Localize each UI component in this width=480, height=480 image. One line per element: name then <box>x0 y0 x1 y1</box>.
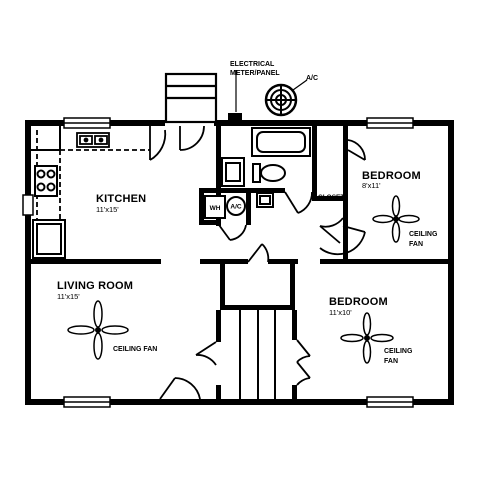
fan-1-label-line1: CEILING <box>409 231 438 238</box>
fan-1-label-line2: FAN <box>409 241 423 248</box>
ac-unit-label: A/C <box>306 75 318 82</box>
ac-closet-label: A/C <box>230 204 242 211</box>
kitchen-dimensions: 11'x15' <box>96 205 119 214</box>
closet-label: CLOSET <box>318 194 344 201</box>
electrical-meter-icon <box>228 70 242 121</box>
bathtub-icon <box>251 127 311 157</box>
water-heater-icon: WH <box>204 195 226 219</box>
entry-steps <box>164 72 218 124</box>
living-room-label: LIVING ROOM <box>57 280 133 292</box>
water-heater-label: WH <box>210 205 221 212</box>
window-icon <box>22 117 414 408</box>
kitchen-label: KITCHEN <box>96 193 146 205</box>
ceiling-fan-icon <box>372 195 420 243</box>
fan-2-label-line2: FAN <box>384 358 398 365</box>
bath-vanity <box>221 157 245 187</box>
bath-sink-icon <box>256 192 274 208</box>
bedroom-large-label: BEDROOM <box>329 296 388 308</box>
bedroom-large-dimensions: 11'x10' <box>329 308 352 317</box>
living-room-dimensions: 11'x15' <box>57 292 80 301</box>
ceiling-fan-icon <box>340 312 394 364</box>
interior-walls <box>31 126 448 399</box>
electrical-label-line2: METER/PANEL <box>230 70 280 77</box>
toilet-icon <box>252 163 286 183</box>
bedroom-small-label: BEDROOM <box>362 170 421 182</box>
ac-unit-icon <box>264 79 308 117</box>
door-swing-icon <box>149 125 366 400</box>
closet-shelves <box>239 310 276 399</box>
fan-2-label-line1: CEILING <box>384 348 413 355</box>
ceiling-fan-icon <box>67 300 129 360</box>
bedroom-small-dimensions: 8'x11' <box>362 181 381 190</box>
ac-closet-icon: A/C <box>226 196 246 216</box>
electrical-label-line1: ELECTRICAL <box>230 61 275 68</box>
range-burner-icon <box>34 165 58 197</box>
refrigerator-icon <box>32 219 66 259</box>
living-fan-label: CEILING FAN <box>113 346 157 353</box>
sink-icon <box>76 132 110 148</box>
